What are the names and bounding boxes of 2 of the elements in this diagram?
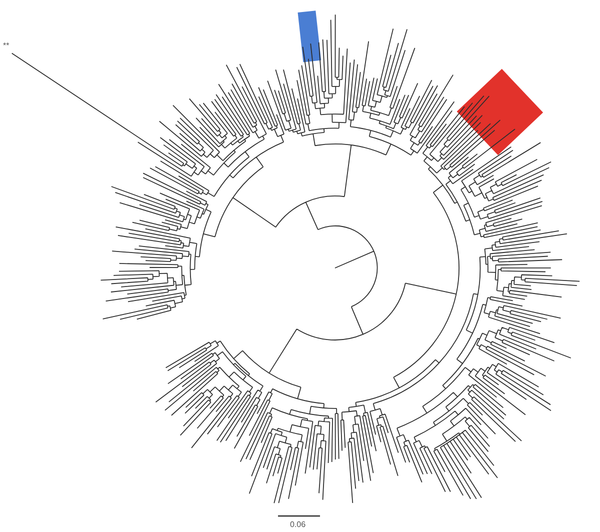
- scale-label: 0.06: [290, 521, 306, 529]
- significance-label: **: [3, 42, 10, 50]
